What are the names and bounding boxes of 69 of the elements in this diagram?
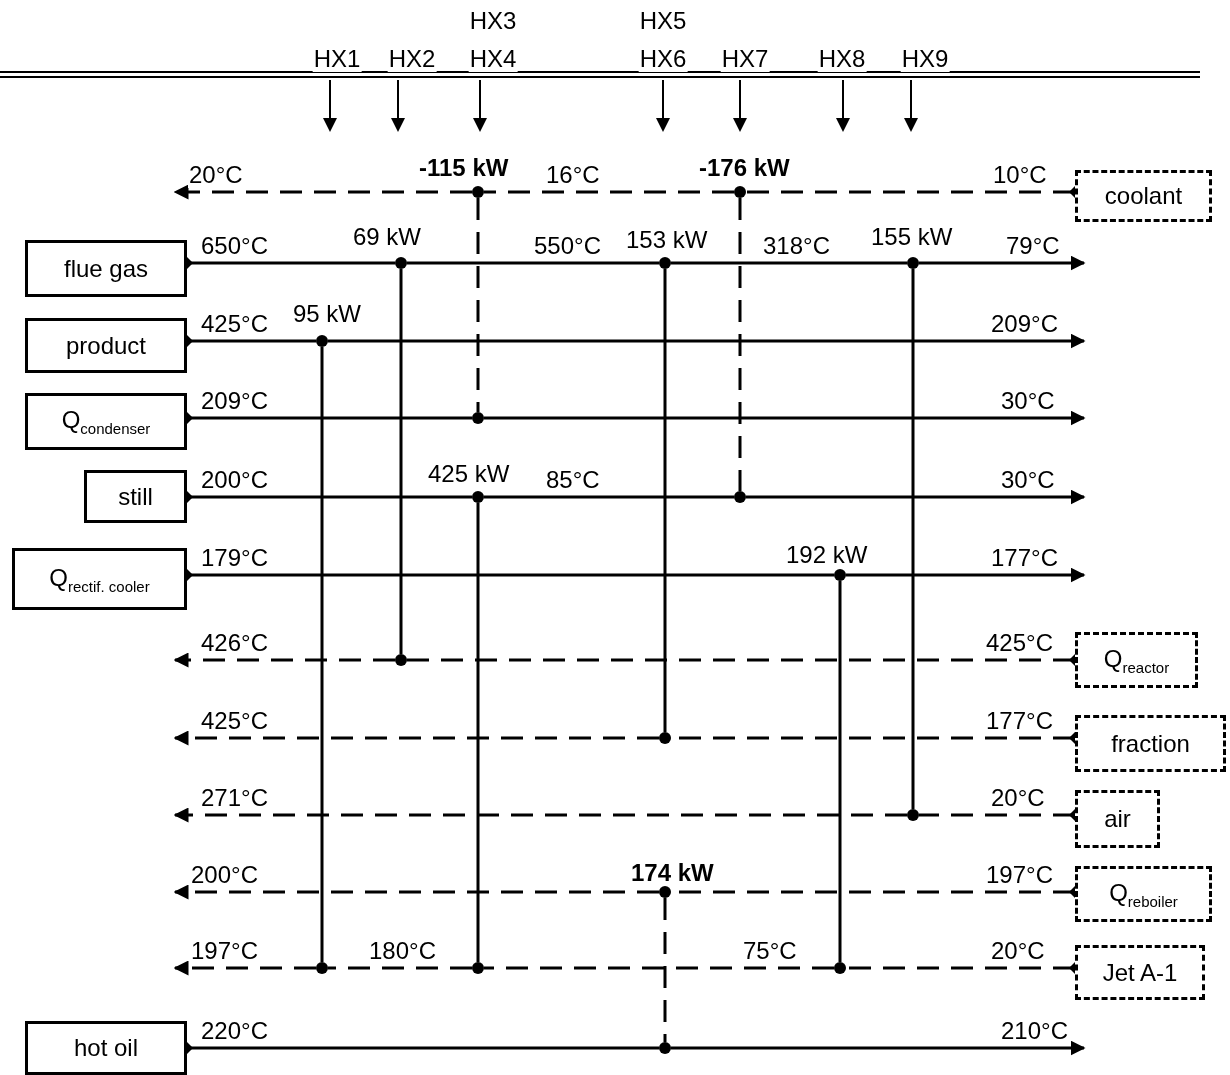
stream-line (173, 807, 907, 823)
stream-name: fraction (1111, 729, 1190, 758)
stream-line (328, 333, 1086, 349)
stream-name: flue gas (63, 254, 149, 283)
stream-line (919, 255, 1086, 271)
exchanger-dot (659, 257, 671, 269)
exchanger-link (663, 898, 667, 1042)
utility-box (1075, 632, 1198, 688)
exchanger-dot (316, 335, 328, 347)
exchanger-dot (834, 569, 846, 581)
exchanger-link (476, 503, 480, 962)
exchanger-dot (395, 257, 407, 269)
exchanger-dot (472, 491, 484, 503)
stream-name: Q$_{rectif. cooler}$ (49, 563, 150, 595)
exchanger-link (320, 347, 324, 962)
exchanger-dot (734, 186, 746, 198)
stream-name: Jet A-1 (1102, 958, 1178, 987)
stream-line (407, 261, 659, 265)
exchanger-dot (834, 962, 846, 974)
stream-line (173, 730, 659, 746)
stream-line (484, 495, 734, 499)
stream-line (484, 190, 734, 194)
stream-name: Q$_{condenser}$ (61, 406, 151, 437)
stream-line (846, 567, 1086, 583)
utility-box (1075, 715, 1226, 772)
stream-line (671, 261, 907, 265)
utility-box (1075, 170, 1212, 222)
exchanger-link (476, 198, 480, 412)
utility-box (1075, 790, 1160, 848)
utility-box (1075, 866, 1212, 922)
exchanger-dot (472, 412, 484, 424)
exchanger-dot (907, 809, 919, 821)
exchanger-link (738, 198, 742, 491)
stream-line (173, 184, 472, 200)
stream-name: Q$_{reboiler}$ (1109, 878, 1178, 910)
exchanger-link (911, 269, 915, 809)
exchanger-dot (734, 491, 746, 503)
stream-line (671, 1040, 1086, 1056)
stream-name: still (118, 482, 153, 511)
exchanger-dot (907, 257, 919, 269)
exchanger-dot (395, 654, 407, 666)
stream-line (328, 966, 472, 970)
utility-box (1075, 945, 1205, 1000)
stream-name: coolant (1104, 182, 1183, 210)
stream-name: hot oil (73, 1034, 138, 1062)
exchanger-dot (472, 962, 484, 974)
exchanger-link (838, 581, 842, 962)
stream-box (25, 1021, 187, 1075)
stream-name: air (1104, 805, 1131, 833)
exchanger-dot (472, 186, 484, 198)
stream-line (173, 652, 395, 668)
stream-line (173, 884, 659, 900)
stream-box (25, 393, 187, 450)
stream-line (173, 960, 316, 976)
exchanger-link (399, 269, 403, 654)
stream-box (25, 240, 187, 297)
exchanger-link (663, 269, 667, 732)
stream-line (484, 410, 1086, 426)
stream-box (84, 470, 187, 523)
exchanger-dot (659, 1042, 671, 1054)
exchanger-dot (316, 962, 328, 974)
stream-line (746, 489, 1086, 505)
exchanger-dot (659, 886, 671, 898)
stream-box (25, 318, 187, 373)
stream-line (484, 966, 834, 970)
exchanger-dot (659, 732, 671, 744)
stream-box (12, 548, 187, 610)
stream-name: Q$_{reactor}$ (1103, 644, 1170, 676)
stream-name: product (65, 331, 147, 360)
